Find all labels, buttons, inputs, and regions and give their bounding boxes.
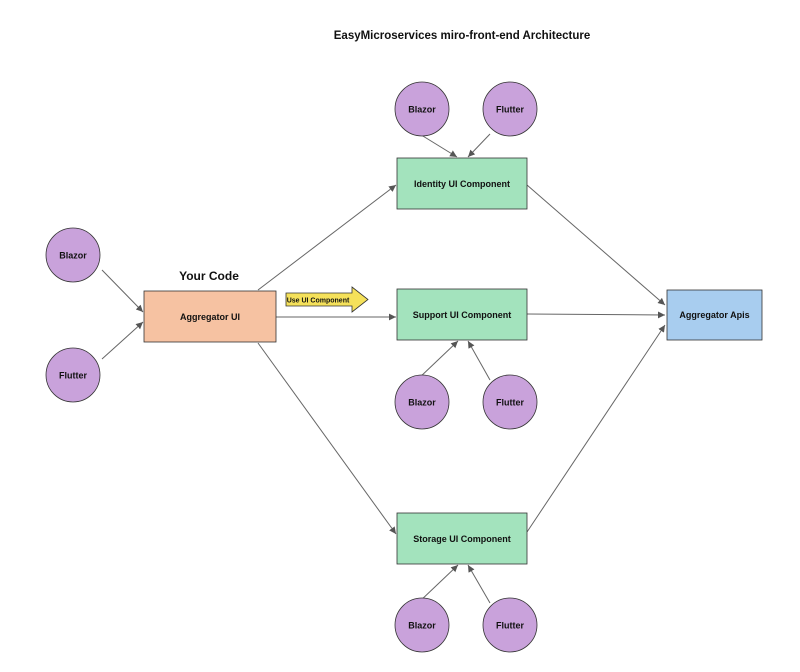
flutter-node-identity: Flutter [482, 81, 538, 137]
blazor-circle [394, 374, 450, 430]
edge-blazor-to-support [417, 340, 459, 380]
flutter-node-left: Flutter [45, 347, 101, 403]
flutter-label: Flutter [59, 371, 87, 381]
edge-blazor-to-storage [417, 564, 459, 604]
callout-label: Use UI Component [287, 298, 350, 305]
flutter-label: Flutter [496, 621, 524, 631]
edge-identity-to-apis [526, 184, 666, 306]
blazor-node-storage: Blazor [394, 597, 450, 653]
edge-blazor-to-identity [417, 132, 458, 158]
blazor-label: Blazor [408, 398, 436, 408]
aggregator-ui-node: Aggregator UI [143, 290, 277, 343]
edge-aggregator-ui-to-storage [257, 342, 397, 535]
diagram-title: EasyMicroservices miro-front-end Archite… [334, 30, 591, 42]
aggregator-ui-box [143, 290, 277, 343]
flutter-circle [482, 374, 538, 430]
blazor-label: Blazor [408, 621, 436, 631]
edge-blazor-to-aggregator-ui [101, 269, 144, 313]
flutter-circle [482, 81, 538, 137]
your-code-label: Your Code [179, 269, 239, 283]
edge-support-to-apis [526, 311, 666, 319]
storage-ui-component-node: Storage UI Component [396, 512, 528, 565]
blazor-node-support: Blazor [394, 374, 450, 430]
flutter-label: Flutter [496, 105, 524, 115]
blazor-label: Blazor [408, 105, 436, 115]
blazor-circle [394, 81, 450, 137]
support-ui-component-label: Support UI Component [413, 310, 512, 320]
aggregator-ui-label: Aggregator UI [180, 312, 240, 322]
use-ui-component-callout: Use UI Component [285, 286, 369, 313]
storage-ui-component-label: Storage UI Component [413, 534, 511, 544]
blazor-circle [45, 227, 101, 283]
edge-aggregator-ui-to-identity [257, 184, 397, 291]
connectors [101, 132, 666, 604]
edge-flutter-to-identity [467, 133, 491, 158]
flutter-node-storage: Flutter [482, 597, 538, 653]
blazor-label: Blazor [59, 251, 87, 261]
identity-ui-component-node: Identity UI Component [396, 157, 528, 210]
aggregator-apis-node: Aggregator Apis [666, 289, 763, 341]
aggregator-apis-box [666, 289, 763, 341]
flutter-circle [45, 347, 101, 403]
flutter-node-support: Flutter [482, 374, 538, 430]
identity-ui-component-box [396, 157, 528, 210]
edge-flutter-to-storage [467, 564, 491, 604]
callout-arrow-shape [285, 286, 369, 313]
edge-storage-to-apis [526, 324, 666, 533]
support-ui-component-box [396, 288, 528, 341]
flutter-circle [482, 597, 538, 653]
blazor-node-left: Blazor [45, 227, 101, 283]
support-ui-component-node: Support UI Component [396, 288, 528, 341]
blazor-circle [394, 597, 450, 653]
aggregator-apis-label: Aggregator Apis [679, 310, 749, 320]
edge-flutter-to-support [467, 340, 491, 381]
blazor-node-identity: Blazor [394, 81, 450, 137]
flutter-label: Flutter [496, 398, 524, 408]
edge-flutter-to-aggregator-ui [101, 321, 144, 360]
storage-ui-component-box [396, 512, 528, 565]
identity-ui-component-label: Identity UI Component [414, 179, 510, 189]
